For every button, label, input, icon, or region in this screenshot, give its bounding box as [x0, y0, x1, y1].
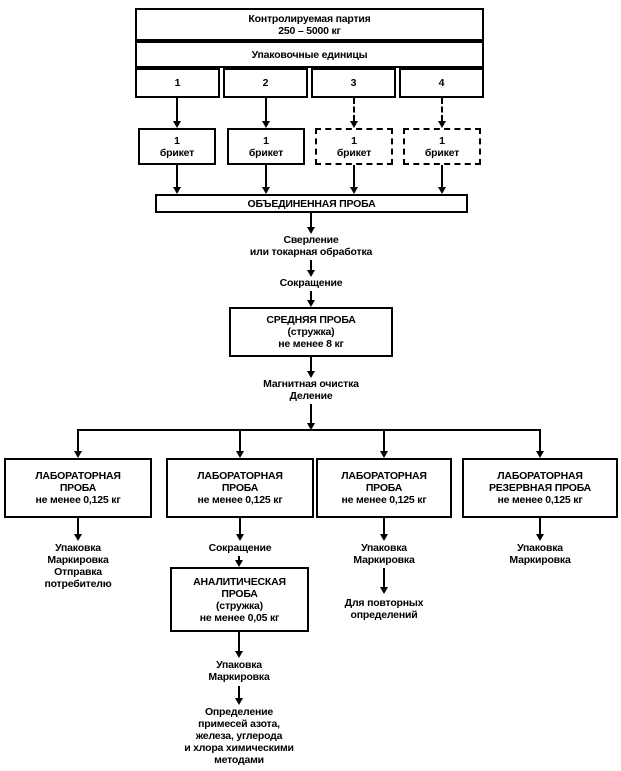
arrow-average-magnetic [307, 357, 315, 378]
arrow-packing3-repeat [380, 568, 388, 594]
pack-mark-analytical-label: Упаковка Маркировка [208, 659, 270, 683]
magnetic-step-label: Магнитная очистка Деление [263, 378, 359, 402]
arrow-unit4-briquette4-dashed [438, 98, 446, 128]
reduction-step-2-label: Сокращение [208, 542, 272, 554]
arrow-reduction-average [307, 291, 315, 307]
unit-cell-2: 2 [223, 68, 308, 98]
arrow-briquette2-combined [262, 165, 270, 194]
unit-cell-4: 4 [399, 68, 484, 98]
lab-sample-box-1: ЛАБОРАТОРНАЯ ПРОБА не менее 0,125 кг [4, 458, 152, 518]
drilling-step-label: Сверление или токарная обработка [249, 234, 373, 258]
arrow-briquette3-combined [350, 165, 358, 194]
arrow-briquette1-combined [173, 165, 181, 194]
lab-sample-box-2: ЛАБОРАТОРНАЯ ПРОБА не менее 0,125 кг [166, 458, 314, 518]
arrow-briquette4-combined [438, 165, 446, 194]
arrow-branch-lab3 [380, 430, 388, 458]
arrow-packing-determination [235, 686, 243, 705]
arrow-lab1-packing [74, 518, 82, 541]
analytical-sample-box: АНАЛИТИЧЕСКАЯ ПРОБА (стружка) не менее 0… [170, 567, 309, 632]
unit-cell-1: 1 [135, 68, 220, 98]
arrow-lab4-packing [536, 518, 544, 541]
lab-sample-box-3: ЛАБОРАТОРНАЯ ПРОБА не менее 0,125 кг [316, 458, 452, 518]
arrow-drilling-reduction [307, 260, 315, 277]
arrow-analytical-packing [235, 632, 243, 658]
final-determination-label: Определение примесей азота, железа, угле… [184, 706, 294, 766]
unit-cell-3: 3 [311, 68, 396, 98]
briquette-box-2: 1 брикет [227, 128, 305, 165]
pack-mark-step-3-label: Упаковка Маркировка [353, 542, 415, 566]
arrow-reduction2-analytical [235, 556, 243, 567]
batch-box: Контролируемая партия 250 – 5000 кг [135, 8, 484, 41]
packing-units-box: Упаковочные единицы [135, 41, 484, 68]
arrow-unit1-briquette1 [173, 98, 181, 128]
arrow-branch-lab1 [74, 430, 82, 458]
repeat-determinations-label: Для повторных определений [344, 597, 424, 621]
combined-sample-box: ОБЪЕДИНЕННАЯ ПРОБА [155, 194, 468, 213]
arrow-unit3-briquette3-dashed [350, 98, 358, 128]
arrow-unit2-briquette2 [262, 98, 270, 128]
reduction-step-1-label: Сокращение [279, 277, 343, 289]
arrow-lab3-packing [380, 518, 388, 541]
arrow-branch-lab2 [236, 430, 244, 458]
lab-reserve-sample-box: ЛАБОРАТОРНАЯ РЕЗЕРВНАЯ ПРОБА не менее 0,… [462, 458, 618, 518]
arrow-branch-lab4 [536, 430, 544, 458]
arrow-combined-drilling [307, 213, 315, 234]
briquette-box-3: 1 брикет [315, 128, 393, 165]
arrow-lab2-reduction [236, 518, 244, 541]
arrow-magnetic-branch [307, 404, 315, 430]
briquette-box-1: 1 брикет [138, 128, 216, 165]
average-sample-box: СРЕДНЯЯ ПРОБА (стружка) не менее 8 кг [229, 307, 393, 357]
briquette-box-4: 1 брикет [403, 128, 481, 165]
pack-ship-step-label: Упаковка Маркировка Отправка потребителю [44, 542, 112, 590]
pack-mark-step-4-label: Упаковка Маркировка [509, 542, 571, 566]
branch-line [77, 429, 541, 431]
